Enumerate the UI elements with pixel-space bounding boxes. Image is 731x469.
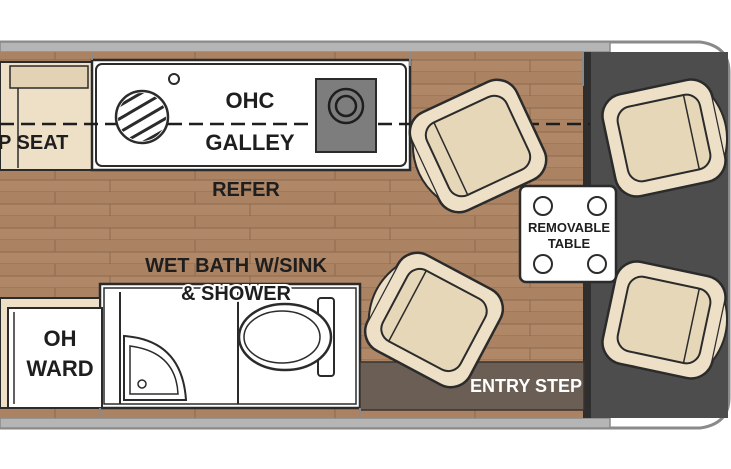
- removable-table: REMOVABLE TABLE: [518, 184, 618, 284]
- oh-label: OH: [44, 326, 77, 351]
- removable-label: REMOVABLE: [528, 220, 610, 235]
- p-seat: P SEAT: [0, 61, 93, 171]
- cooktop: [315, 78, 377, 153]
- entry-step-label: ENTRY STEP: [470, 376, 582, 396]
- oh-wardrobe: OH WARD: [0, 297, 103, 409]
- swivel-seat-rear-bottom: [363, 251, 505, 389]
- wet-bath-label-2: & SHOWER: [181, 283, 292, 305]
- cab-seat-passenger: [601, 260, 728, 380]
- wall-details: [91, 52, 584, 418]
- wet-bath-label-1: WET BATH W/SINK: [145, 255, 327, 277]
- ohc-label: OHC: [226, 88, 275, 113]
- cab-seat-driver: [601, 78, 728, 198]
- galley-sink: [114, 73, 180, 145]
- refer-label: REFER: [212, 179, 280, 201]
- bath-sink: [123, 334, 188, 401]
- ward-label: WARD: [26, 356, 93, 381]
- galley-label: GALLEY: [205, 130, 295, 155]
- swivel-seat-rear-top: [408, 78, 548, 214]
- galley-counter: OHC GALLEY: [0, 58, 590, 172]
- p-seat-label: P SEAT: [0, 132, 68, 154]
- table-label: TABLE: [548, 236, 591, 251]
- wet-bath: WET BATH W/SINK & SHOWER: [98, 255, 362, 410]
- toilet: [237, 297, 335, 377]
